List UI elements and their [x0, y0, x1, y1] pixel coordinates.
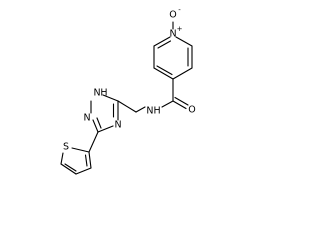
- n-oxide-nitrogen-label: N: [169, 29, 176, 40]
- bond-triazole-thiophene: [88, 131, 99, 153]
- bond-c5-c4-inner: [64, 163, 77, 172]
- bond-ch2-triazole: [117, 100, 137, 113]
- triazole-h-label: H: [100, 88, 107, 99]
- bond-c3-c2: [88, 151, 92, 169]
- bond-c4-c3: [75, 167, 92, 175]
- molecule-diagram: N + O - O NH N H N N S: [60, 6, 196, 175]
- bond-n2-c3: [92, 119, 99, 133]
- triazole-n4-label: N: [114, 120, 121, 131]
- bond-c4-c5: [153, 67, 174, 80]
- bond-c5-n1: [102, 94, 119, 102]
- bond-c2-s: [71, 147, 90, 153]
- bond-s-c5: [60, 152, 64, 165]
- pyridine-n-oxide-ring: [153, 21, 193, 80]
- bond-carbonyl-n: [161, 100, 174, 108]
- bond-c5-c4: [60, 163, 77, 175]
- n-oxide-plus-charge: +: [177, 25, 183, 33]
- bond-c3-c2-inner: [84, 154, 88, 167]
- bond-c3-n4: [97, 125, 114, 133]
- triazole-ring: [90, 94, 119, 133]
- bond-c3-c4: [172, 67, 193, 80]
- n-oxide-minus-charge: -: [178, 6, 181, 14]
- bond-carbonyl-o: [172, 100, 187, 110]
- bond-n-ch2: [135, 106, 146, 113]
- bond-c4-c5-inner: [156, 65, 173, 76]
- amide-nh-label: NH: [146, 106, 160, 117]
- amide-oxygen-label: O: [188, 105, 195, 116]
- amide-group: [117, 78, 189, 113]
- triazole-n1-label: N: [93, 88, 100, 99]
- bond-n2-c3-inner: [96, 117, 102, 129]
- triazole-n2-label: N: [83, 113, 90, 124]
- thiophene-ring: [60, 131, 99, 175]
- thiophene-sulfur-label: S: [63, 142, 69, 153]
- bond-n1-c2: [175, 36, 193, 47]
- bond-c6-n1-inner: [157, 40, 172, 49]
- bond-c6-n1: [153, 36, 171, 47]
- n-oxide-oxygen-label: O: [169, 10, 176, 21]
- bond-carbonyl-o-second: [174, 96, 189, 106]
